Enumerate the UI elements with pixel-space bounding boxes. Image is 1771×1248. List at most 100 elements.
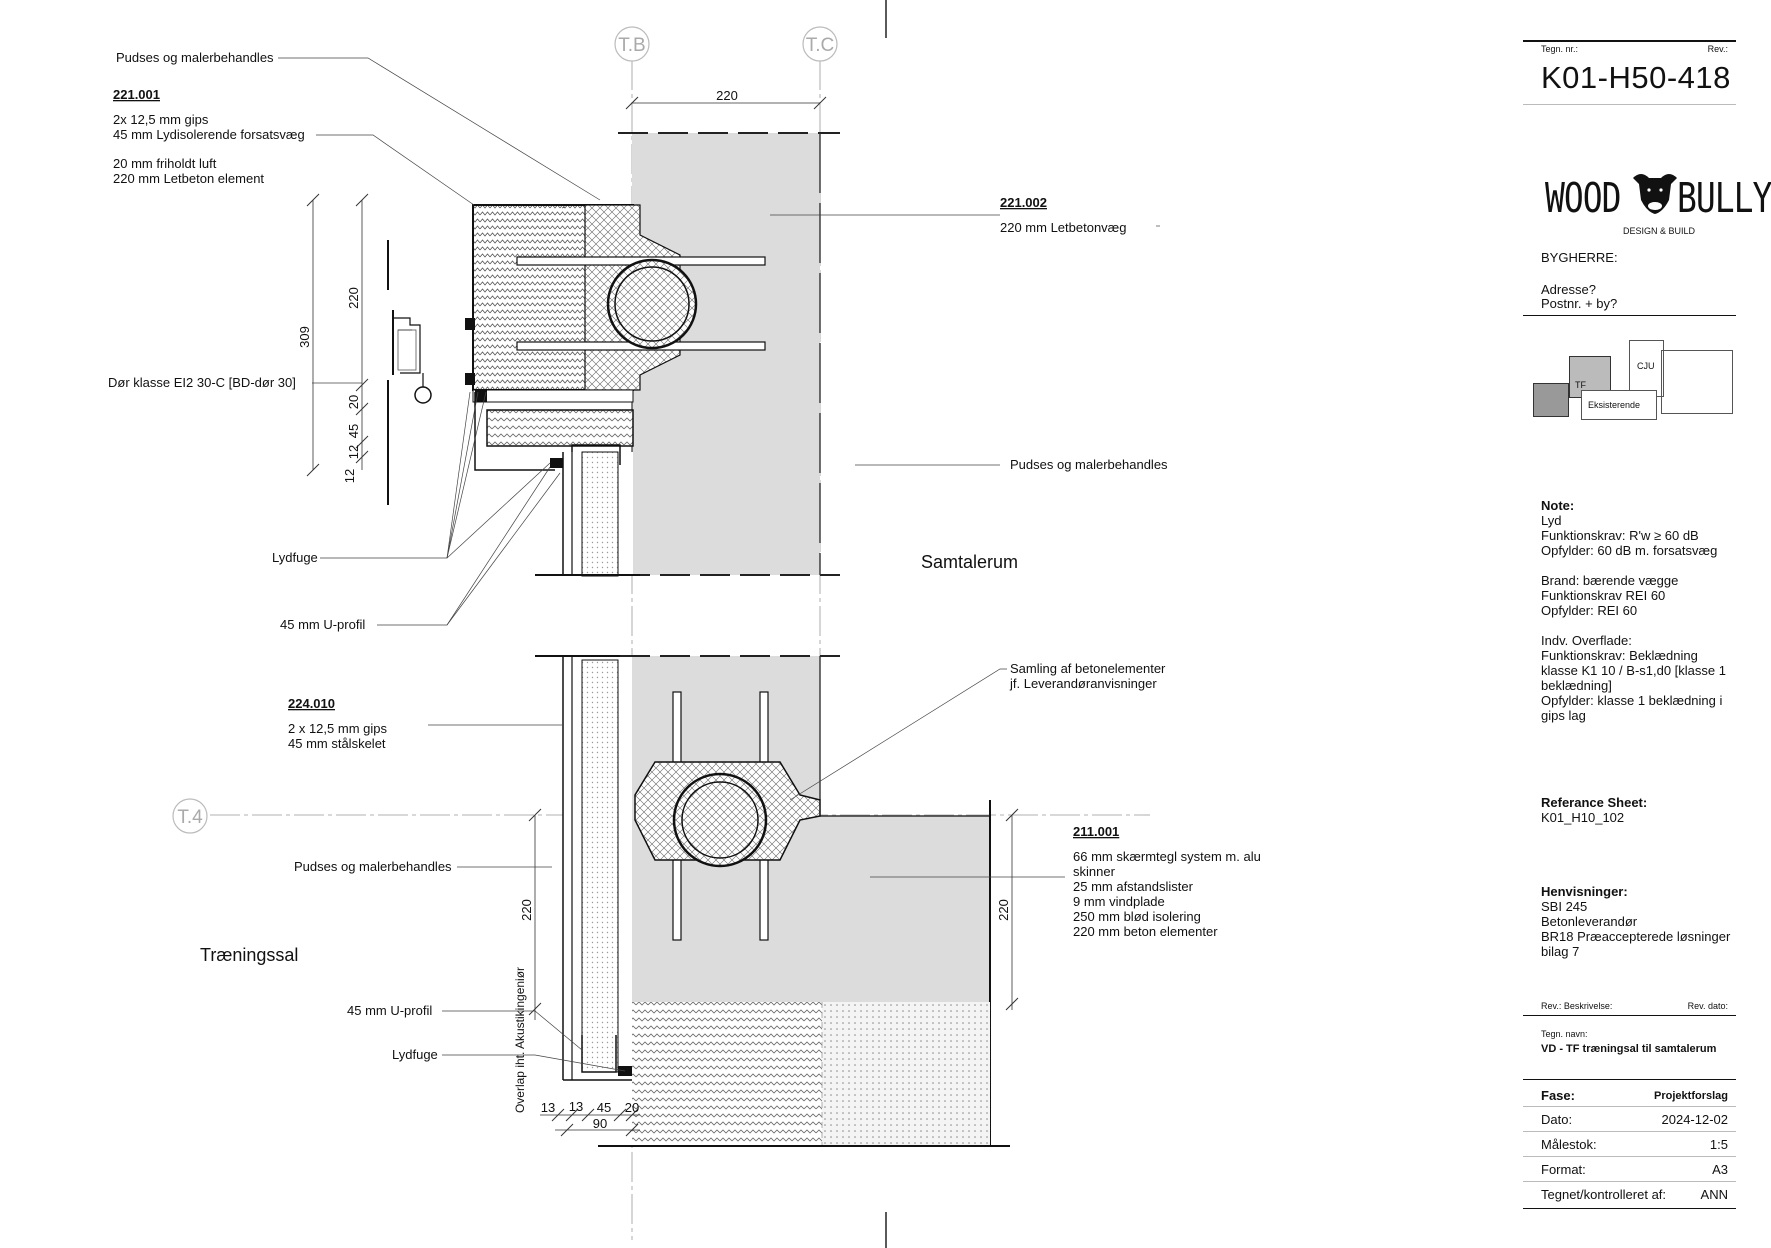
grid-bubble-tc: T.C: [802, 26, 838, 62]
note-section: Note: Lyd Funktionskrav: R'w ≥ 60 dB Opf…: [1541, 498, 1736, 723]
svg-text:2 x 12,5 mm gips: 2 x 12,5 mm gips: [288, 721, 387, 736]
svg-text:Samling af betonelementer: Samling af betonelementer: [1010, 661, 1166, 676]
note-line: Indv. Overflade:: [1541, 633, 1632, 648]
svg-text:Pudses og malerbehandles: Pudses og malerbehandles: [294, 859, 452, 874]
henvisning-line: SBI 245: [1541, 899, 1588, 914]
format-label: Format:: [1541, 1162, 1586, 1177]
svg-text:224.010: 224.010: [288, 696, 335, 711]
henvisninger-section: Henvisninger: SBI 245 Betonleverandør BR…: [1541, 884, 1736, 959]
svg-text:45 mm Lydisolerende forsatsvæg: 45 mm Lydisolerende forsatsvæg: [113, 127, 305, 142]
logo-word-bully: BULLY: [1677, 173, 1771, 222]
svg-text:45: 45: [346, 424, 361, 438]
section-detail-drawing: T.B T.C T.4 220: [108, 0, 1261, 1248]
note-line: [1541, 558, 1736, 573]
tegn-navn: VD - TF træningsal til samtalerum: [1541, 1043, 1717, 1055]
malestok-value: 1:5: [1709, 1137, 1728, 1152]
svg-text:221.002: 221.002: [1000, 195, 1047, 210]
dato-value: 2024-12-02: [1661, 1112, 1729, 1127]
svg-text:309: 309: [297, 326, 312, 348]
svg-text:220 mm beton elementer: 220 mm beton elementer: [1073, 924, 1218, 939]
svg-text:66 mm skærmtegl system m. alu: 66 mm skærmtegl system m. alu: [1073, 849, 1261, 864]
logo-word-wood: WOOD: [1545, 173, 1621, 222]
henvisning-line: bilag 7: [1541, 944, 1580, 959]
svg-text:Dør klasse EI2 30-C [BD-dør 30: Dør klasse EI2 30-C [BD-dør 30]: [108, 375, 296, 390]
svg-text:220: 220: [519, 899, 534, 921]
svg-text:2x 12,5 mm gips: 2x 12,5 mm gips: [113, 112, 209, 127]
dimension-left-upper: 309 220 20 45 12 12: [297, 193, 369, 483]
tegn-navn-label: Tegn. navn:: [1541, 1029, 1588, 1039]
svg-text:45 mm U-profil: 45 mm U-profil: [347, 1003, 432, 1018]
reference-value: K01_H10_102: [1541, 810, 1625, 825]
logo-tagline: DESIGN & BUILD: [1623, 226, 1696, 236]
svg-text:T.C: T.C: [806, 35, 835, 56]
svg-text:12: 12: [346, 445, 361, 459]
bygherre-label: BYGHERRE:: [1541, 250, 1618, 265]
svg-text:221.001: 221.001: [113, 87, 160, 102]
note-line: Funktionskrav REI 60: [1541, 588, 1666, 603]
note-line: Lyd: [1541, 513, 1562, 528]
svg-text:Overlap iht. Akustikingeniør: Overlap iht. Akustikingeniør: [513, 967, 527, 1113]
svg-text:211.001: 211.001: [1073, 824, 1119, 839]
tegn-nr-label: Tegn. nr.:: [1541, 44, 1579, 54]
svg-text:45: 45: [597, 1100, 611, 1115]
rev-label: Rev.:: [1707, 44, 1728, 54]
svg-text:Pudses og malerbehandles: Pudses og malerbehandles: [116, 50, 274, 65]
dato-label: Dato:: [1541, 1112, 1573, 1127]
svg-text:45 mm U-profil: 45 mm U-profil: [280, 617, 365, 632]
svg-text:25 mm afstandslister: 25 mm afstandslister: [1073, 879, 1194, 894]
tegnet-value: ANN: [1700, 1187, 1728, 1202]
note-line: Funktionskrav: Beklædning: [1541, 648, 1698, 663]
tegnet-label: Tegnet/kontrolleret af:: [1541, 1187, 1667, 1202]
postnr: Postnr. + by?: [1541, 296, 1618, 311]
company-logo: WOOD BULLY DESIGN & BUILD: [1545, 168, 1771, 238]
svg-text:jf. Leverandøranvisninger: jf. Leverandøranvisninger: [1009, 676, 1157, 691]
reference-heading: Referance Sheet:: [1541, 795, 1648, 810]
note-line: Opfylder: klasse 1 beklædning i: [1541, 693, 1723, 708]
svg-text:220: 220: [716, 88, 738, 103]
leader-lines: [278, 57, 1160, 1072]
svg-text:Lydfuge: Lydfuge: [272, 550, 318, 565]
note-line: Opfylder: REI 60: [1541, 603, 1638, 618]
note-heading: Note:: [1541, 498, 1575, 513]
svg-text:12: 12: [342, 469, 357, 483]
note-line: klasse K1 10 / B-s1,d0 [klasse 1: [1541, 663, 1726, 678]
reference-section: Referance Sheet: K01_H10_102: [1541, 795, 1736, 825]
door-symbol: [387, 240, 432, 505]
svg-text:220: 220: [996, 899, 1011, 921]
svg-text:220 mm Letbetonvæg: 220 mm Letbetonvæg: [1000, 220, 1126, 235]
key-plan-cju: CJU: [1637, 361, 1655, 371]
adresse: Adresse?: [1541, 282, 1596, 297]
joint-tie-upper: [606, 258, 698, 350]
joint-tie-lower: [672, 772, 768, 868]
svg-text:13: 13: [569, 1099, 583, 1114]
rev-dato-label: Rev. dato:: [1687, 1001, 1728, 1011]
annotations: Pudses og malerbehandles 221.001 2x 12,5…: [108, 50, 1261, 1062]
key-plan-tf: TF: [1575, 380, 1586, 390]
fase-label: Fase:: [1541, 1088, 1575, 1103]
svg-text:220 mm Letbeton element: 220 mm Letbeton element: [113, 171, 264, 186]
henvisning-line: Betonleverandør: [1541, 914, 1638, 929]
bull-icon: [1633, 174, 1677, 214]
key-plan: TF CJU Eksisterende: [1533, 338, 1733, 438]
grid-bubble-t4: T.4: [172, 798, 208, 834]
svg-text:Pudses og malerbehandles: Pudses og malerbehandles: [1010, 457, 1168, 472]
svg-text:45 mm stålskelet: 45 mm stålskelet: [288, 736, 386, 751]
note-line: [1541, 618, 1736, 633]
svg-text:250 mm blød isolering: 250 mm blød isolering: [1073, 909, 1201, 924]
rev-beskrivelse-label: Rev.: Beskrivelse:: [1541, 1001, 1613, 1011]
fase-value: Projektforslag: [1654, 1090, 1728, 1102]
dimension-bottom: 13 13 45 20 90 Overlap iht. Akustikingen…: [513, 967, 640, 1137]
note-line: Brand: bærende vægge: [1541, 573, 1679, 588]
svg-text:skinner: skinner: [1073, 864, 1116, 879]
grid-bubble-tb: T.B: [614, 26, 650, 62]
note-line: Opfylder: 60 dB m. forsatsvæg: [1541, 543, 1718, 558]
title-block: Tegn. nr.: Rev.: K01-H50-418 WOOD BULLY …: [1523, 38, 1771, 1222]
room-label-samtalerum: Samtalerum: [921, 552, 1018, 572]
dimension-right-lower: 220: [996, 808, 1019, 1011]
drawing-number: K01-H50-418: [1541, 60, 1731, 95]
format-value: A3: [1712, 1162, 1728, 1177]
dimension-top-220: 220: [625, 88, 827, 110]
svg-text:220: 220: [346, 287, 361, 309]
svg-text:13: 13: [541, 1100, 555, 1115]
henvisning-line: BR18 Præaccepterede løsninger: [1541, 929, 1731, 944]
